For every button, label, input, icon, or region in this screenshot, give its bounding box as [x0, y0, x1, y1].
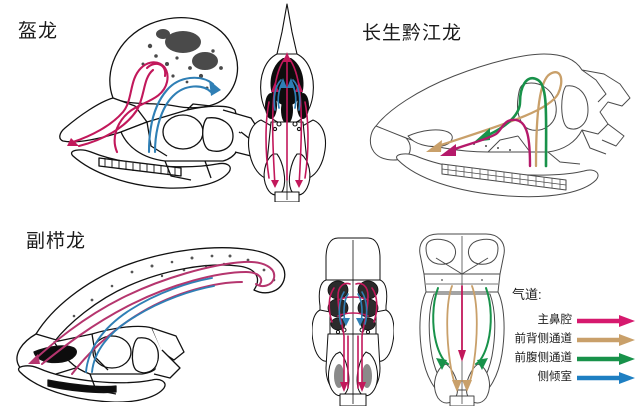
legend-title: 气道:	[512, 287, 542, 302]
legend-item-main-nasal-cavity: 主鼻腔	[498, 312, 638, 330]
legend-label-anterodorsal-passage: 前背侧通道	[514, 333, 573, 346]
corythosaurus-dorsal-skull	[247, 3, 327, 202]
legend-label-lateral-diverticulum: 侧倾室	[537, 371, 573, 384]
panel-title-qianjiangosaurus: 长生黔江龙	[362, 23, 463, 44]
legend-arrow-magenta-icon	[577, 315, 635, 327]
legend-label-main-nasal-cavity: 主鼻腔	[537, 314, 573, 327]
qianjiangosaurus-dorsal-skull	[419, 233, 505, 406]
legend-item-anterodorsal-passage: 前背侧通道	[498, 331, 638, 349]
parasaurolophus-dorsal-skull	[312, 237, 394, 406]
qianjiangosaurus-lateral-skull	[369, 53, 631, 198]
legend-arrow-blue-icon	[577, 372, 635, 384]
legend-arrow-tan-icon	[577, 334, 635, 346]
airway-legend: 气道: 主鼻腔 前背侧通道 前腹侧通道 侧倾室	[498, 288, 638, 390]
panel-title-parasaurolophus: 副栉龙	[26, 231, 87, 252]
corythosaurus-lateral-skull	[59, 17, 261, 189]
legend-label-anteroventral-passage: 前腹侧通道	[514, 352, 573, 365]
legend-arrow-green-icon	[577, 353, 635, 365]
parasaurolophus-lateral-skull	[16, 247, 286, 402]
panel-title-corythosaurus: 盔龙	[18, 21, 59, 42]
legend-item-anteroventral-passage: 前腹侧通道	[498, 350, 638, 368]
legend-item-lateral-diverticulum: 侧倾室	[498, 369, 638, 387]
